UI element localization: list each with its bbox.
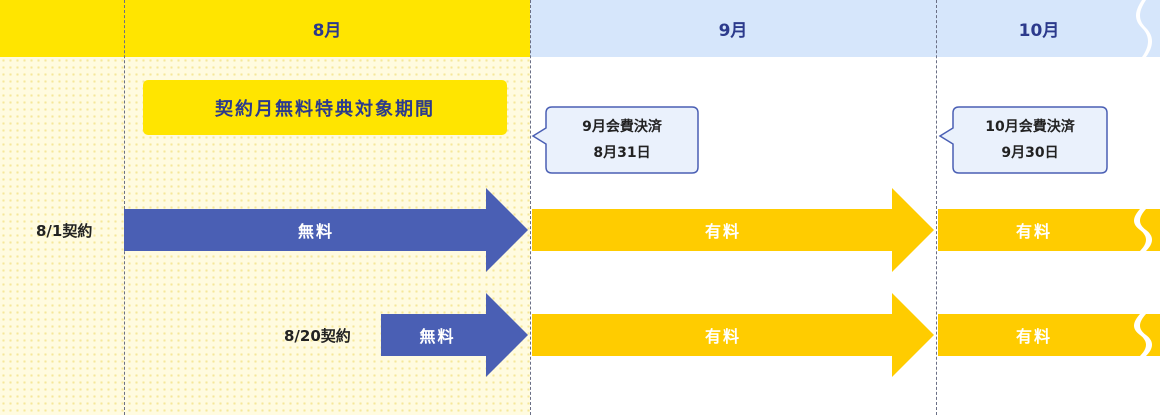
row1-sep-paid-text: 有料 — [704, 222, 741, 241]
divider-sep-start — [530, 0, 531, 415]
callout-oct-line2: 9月30日 — [1001, 145, 1059, 161]
callout-sep-bubble — [531, 106, 699, 174]
callout-oct-line1: 10月会費決済 — [985, 119, 1075, 135]
row1-free-arrow: 無料 — [124, 188, 528, 272]
row2-free-text: 無料 — [419, 327, 456, 346]
callout-sep-line1: 9月会費決済 — [582, 119, 662, 135]
row1-sep-paid-arrow: 有料 — [532, 188, 934, 272]
row2-free-arrow: 無料 — [381, 293, 528, 377]
row1-free-text: 無料 — [297, 222, 334, 241]
header-month-oct: 10月 — [936, 0, 1160, 57]
row1-label: 8/1契約 — [36, 222, 93, 240]
divider-oct-start — [936, 0, 937, 415]
header-month-sep: 9月 — [530, 0, 936, 57]
header-month-aug: 8月 — [124, 0, 530, 57]
divider-aug-start — [124, 0, 125, 415]
row2-oct-paid-text: 有料 — [1015, 327, 1052, 346]
callout-oct-bubble — [938, 106, 1108, 174]
benefit-period-text: 契約月無料特典対象期間 — [215, 98, 435, 120]
header-month-oct-label: 10月 — [1018, 21, 1060, 41]
row1-oct-paid-bar: 有料 — [938, 188, 1160, 272]
header-month-aug-label: 8月 — [312, 21, 342, 41]
benefit-period-label: 契約月無料特典対象期間 — [143, 80, 507, 135]
callout-sep-payment: 9月会費決済 8月31日 — [530, 106, 700, 174]
row1-oct-paid-text: 有料 — [1015, 222, 1052, 241]
header-left-blank — [0, 0, 124, 57]
header-break-mark — [1136, 0, 1152, 57]
row2-oct-paid-bar: 有料 — [938, 293, 1160, 377]
header-month-sep-label: 9月 — [718, 21, 748, 41]
row2-label: 8/20契約 — [284, 327, 351, 345]
row2-sep-paid-text: 有料 — [704, 327, 741, 346]
callout-sep-line2: 8月31日 — [593, 145, 651, 161]
callout-oct-payment: 10月会費決済 9月30日 — [937, 106, 1109, 174]
row2-sep-paid-arrow: 有料 — [532, 293, 934, 377]
